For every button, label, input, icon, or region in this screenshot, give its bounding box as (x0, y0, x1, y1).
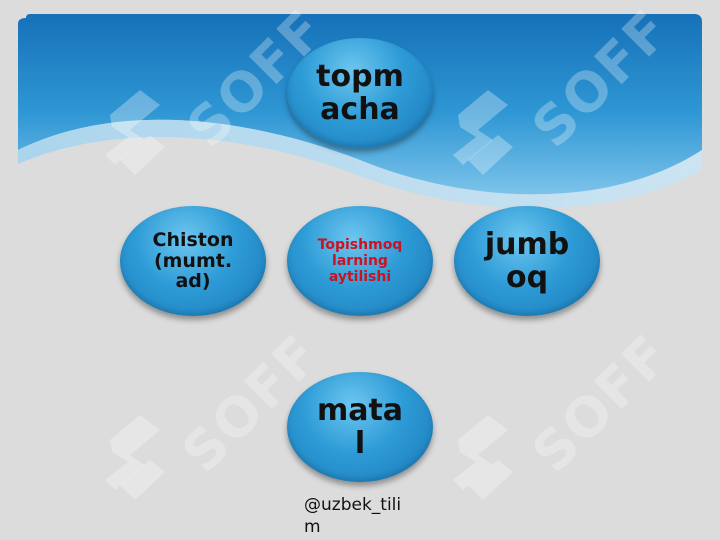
node-right: jumb oq (454, 206, 600, 316)
watermark-text: SOFF (520, 322, 683, 485)
node-center: Topishmoq larning aytilishi (287, 206, 433, 316)
node-right-label: jumb oq (484, 227, 570, 295)
node-left-label: Chiston (mumt. ad) (152, 228, 234, 293)
channel-handle: @uzbek_tilim (304, 495, 402, 538)
node-left: Chiston (mumt. ad) (120, 206, 266, 316)
node-bottom: mata l (287, 372, 433, 482)
node-top: topm acha (287, 38, 433, 148)
node-center-label: Topishmoq larning aytilishi (317, 236, 403, 286)
soff-logo-icon (105, 415, 165, 500)
node-bottom-label: mata l (316, 393, 404, 461)
soff-logo-icon (453, 415, 513, 500)
node-top-label: topm acha (316, 59, 404, 127)
